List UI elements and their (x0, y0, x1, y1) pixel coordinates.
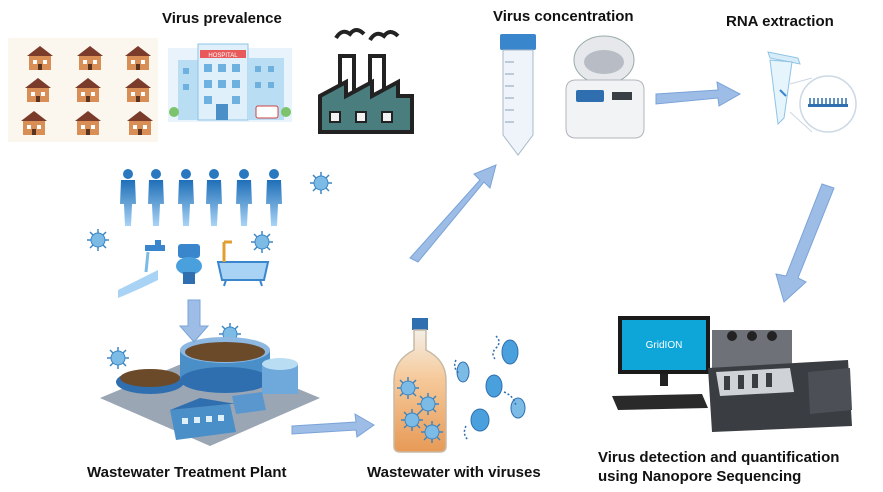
wwtp-label: Wastewater Treatment Plant (87, 464, 287, 481)
wastewater-viruses-label: Wastewater with viruses (367, 464, 541, 481)
rna-zoom-illustration (789, 75, 857, 133)
arrow-to-sequencing (775, 183, 835, 303)
houses-illustration (8, 38, 158, 142)
virus-prevalence-label: Virus prevalence (162, 10, 282, 27)
microtube-illustration (767, 51, 801, 126)
bathtub-icon (216, 240, 270, 287)
arrow-to-rna-extraction (655, 81, 742, 107)
factory-illustration (318, 28, 414, 134)
wastewater-bottle-illustration (393, 318, 447, 453)
virus-concentration-label: Virus concentration (493, 8, 634, 25)
detection-label-line2: using Nanopore Sequencing (598, 468, 802, 485)
monitor-brand: GridION (646, 340, 683, 351)
wastewater-plant-illustration (100, 337, 320, 446)
arrow-plant-to-bottle (291, 413, 375, 438)
toilet-icon (176, 244, 202, 284)
sequencer-illustration: GridION (612, 316, 852, 432)
arrow-to-concentration (409, 164, 497, 263)
people-illustration (120, 169, 282, 226)
rna-extraction-label: RNA extraction (726, 13, 834, 30)
centrifuge-illustration (565, 35, 645, 139)
flow-arrows (178, 81, 835, 438)
virus-models-illustration (453, 335, 526, 441)
hospital-sign: HOSPITAL (208, 53, 238, 59)
tap-hand-icon (118, 240, 165, 298)
arrow-down-to-plant (178, 299, 210, 343)
centrifuge-tube-illustration (500, 34, 536, 156)
hospital-illustration: HOSPITAL (168, 43, 292, 122)
detection-label-line1: Virus detection and quantification (598, 449, 840, 466)
